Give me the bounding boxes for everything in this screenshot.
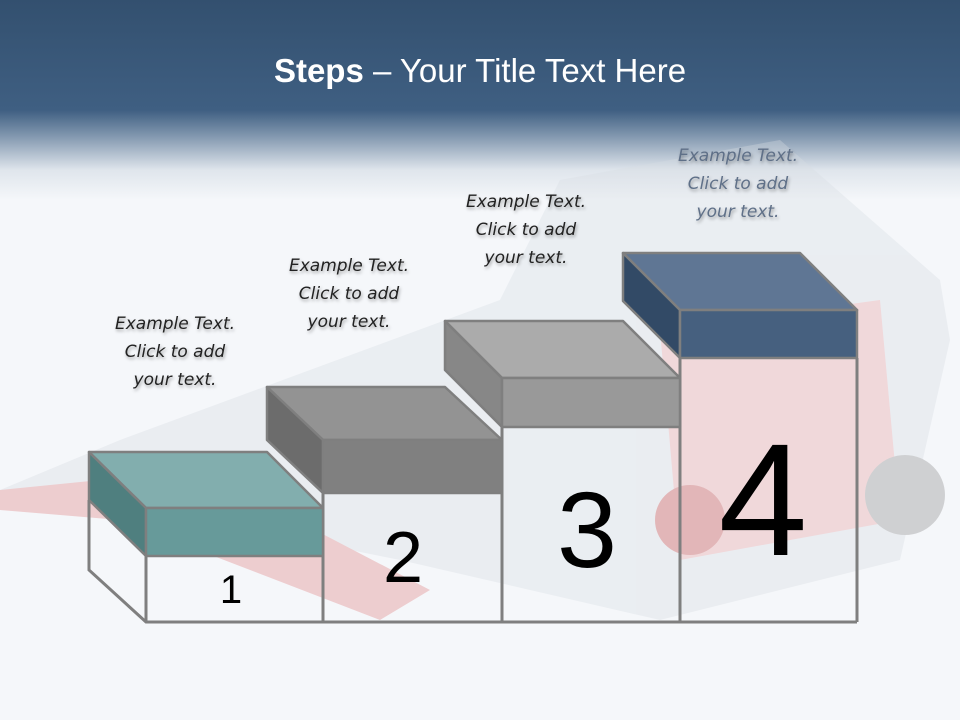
- page-title: Steps – Your Title Text Here: [0, 52, 960, 90]
- step-4-number: 4: [718, 410, 808, 589]
- step-4-block[interactable]: [621, 251, 859, 360]
- title-bold: Steps: [273, 52, 364, 89]
- caption-line: Example Text.: [465, 192, 587, 212]
- step-1-number: 1: [219, 568, 243, 612]
- caption-line: your text.: [696, 202, 780, 222]
- step-2-number: 2: [382, 518, 424, 598]
- step-3-block[interactable]: [443, 319, 682, 429]
- step-1-caption[interactable]: Example Text. Click to add your text.: [90, 310, 260, 394]
- step-4-caption[interactable]: Example Text. Click to add your text.: [653, 142, 823, 226]
- caption-line: Click to add: [687, 174, 789, 194]
- title-rest: – Your Title Text Here: [363, 52, 687, 89]
- caption-line: Example Text.: [677, 146, 799, 166]
- caption-line: Example Text.: [114, 314, 236, 334]
- caption-line: Click to add: [298, 284, 400, 304]
- step-2-caption[interactable]: Example Text. Click to add your text.: [264, 252, 434, 336]
- step-1-block[interactable]: [87, 450, 325, 558]
- caption-line: Example Text.: [288, 256, 410, 276]
- step-3-number: 3: [556, 469, 618, 590]
- step-3-caption[interactable]: Example Text. Click to add your text.: [441, 188, 611, 272]
- caption-line: your text.: [307, 312, 391, 332]
- caption-line: Click to add: [475, 220, 577, 240]
- caption-line: Click to add: [124, 342, 226, 362]
- caption-line: your text.: [133, 370, 217, 390]
- step-2-block[interactable]: [265, 385, 504, 495]
- caption-line: your text.: [484, 248, 568, 268]
- title-bar: [0, 0, 960, 200]
